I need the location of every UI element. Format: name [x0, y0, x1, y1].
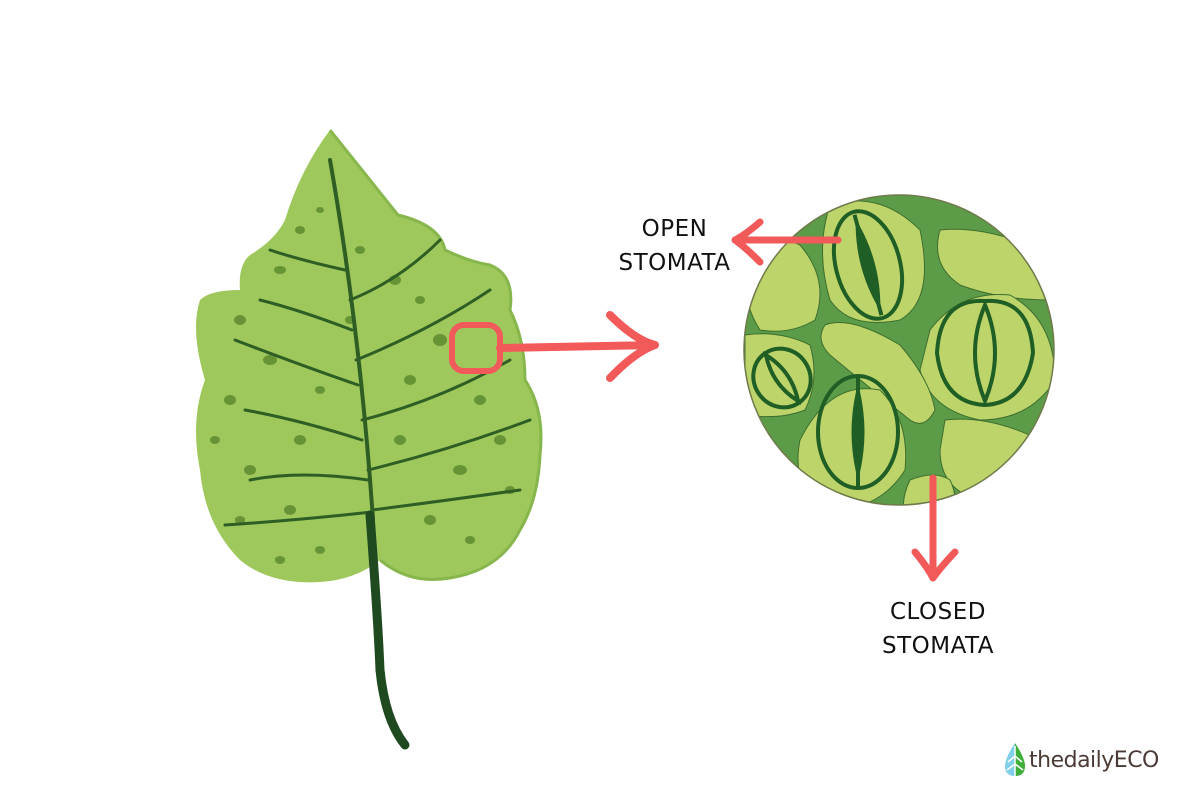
closed-stomata-arrow — [911, 474, 959, 582]
open-stomata-label: OPEN STOMATA — [612, 212, 737, 280]
stoma-closed-bottom — [816, 374, 900, 490]
stoma-open-right — [934, 298, 1036, 408]
open-stomata-line1: OPEN — [641, 216, 708, 242]
leaf-stem — [365, 510, 410, 750]
zoom-arrow — [496, 311, 659, 382]
leaf-drop-icon — [1005, 743, 1025, 776]
open-stomata-arrow — [731, 218, 842, 266]
open-stomata-line2: STOMATA — [618, 250, 731, 276]
logo-text: thedailyECO — [1029, 747, 1159, 773]
leaf-illustration — [196, 129, 543, 750]
closed-stomata-line2: STOMATA — [881, 633, 995, 659]
closed-stomata-line1: CLOSED — [890, 599, 986, 625]
stoma-open-top — [831, 209, 905, 321]
thedailyeco-logo: thedailyECO — [1003, 742, 1159, 778]
closed-stomata-label: CLOSED STOMATA — [868, 595, 1008, 663]
stoma-closed-left — [751, 346, 813, 410]
